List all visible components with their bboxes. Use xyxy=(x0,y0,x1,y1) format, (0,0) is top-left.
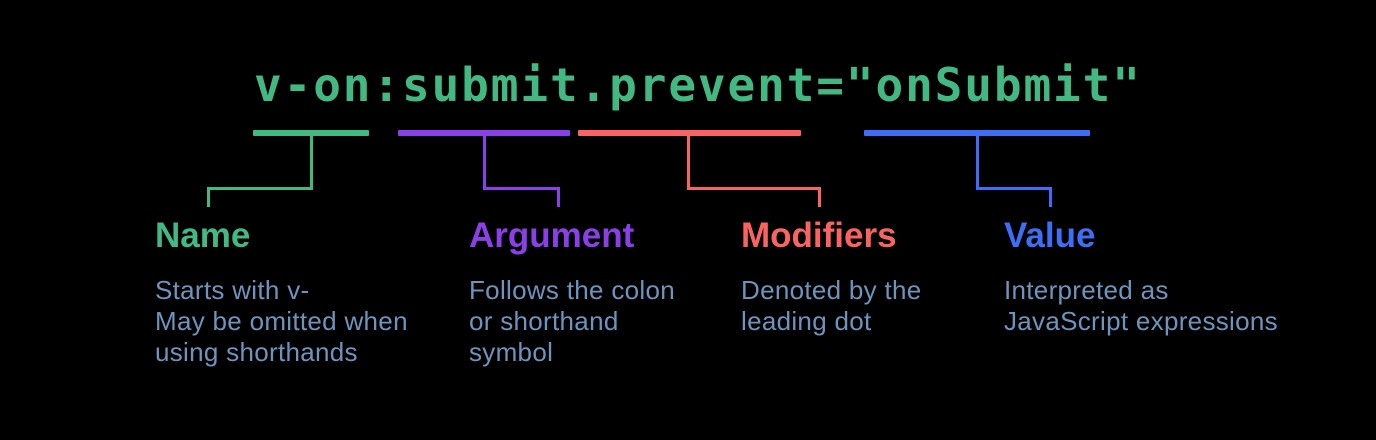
value-underline-bar xyxy=(864,130,1090,136)
modifiers-connector-tail xyxy=(818,187,821,207)
argument-connector-tail xyxy=(557,187,560,207)
value-description-line: JavaScript expressions xyxy=(1004,306,1278,336)
value-connector-horizontal xyxy=(976,187,1052,190)
name-description-line: using shorthands xyxy=(155,337,358,367)
argument-description-line: or shorthand xyxy=(469,306,619,336)
name-description-line: May be omitted when xyxy=(155,306,408,336)
value-connector-tail xyxy=(1049,187,1052,207)
argument-underline-bar xyxy=(398,130,570,136)
modifiers-description-line: Denoted by the xyxy=(741,275,922,305)
value-connector-drop xyxy=(976,136,979,187)
name-underline-bar xyxy=(253,130,369,136)
name-connector-tail xyxy=(207,187,210,207)
modifiers-underline-bar xyxy=(578,130,801,136)
argument-connector-horizontal xyxy=(483,187,560,190)
name-description-line: Starts with v- xyxy=(155,275,310,305)
argument-connector-drop xyxy=(483,136,486,187)
argument-label: Argument xyxy=(469,216,635,255)
modifiers-connector-horizontal xyxy=(687,187,821,190)
code-snippet: v-on:submit.prevent="onSubmit" xyxy=(254,58,1142,112)
modifiers-label: Modifiers xyxy=(741,216,897,255)
argument-description-line: symbol xyxy=(469,337,554,367)
name-label: Name xyxy=(155,216,251,255)
name-connector-horizontal xyxy=(207,187,313,190)
value-description-line: Interpreted as xyxy=(1004,275,1169,305)
name-connector-drop xyxy=(310,136,313,187)
modifiers-connector-drop xyxy=(687,136,690,187)
modifiers-description-line: leading dot xyxy=(741,306,872,336)
value-label: Value xyxy=(1004,216,1096,255)
argument-description-line: Follows the colon xyxy=(469,275,675,305)
